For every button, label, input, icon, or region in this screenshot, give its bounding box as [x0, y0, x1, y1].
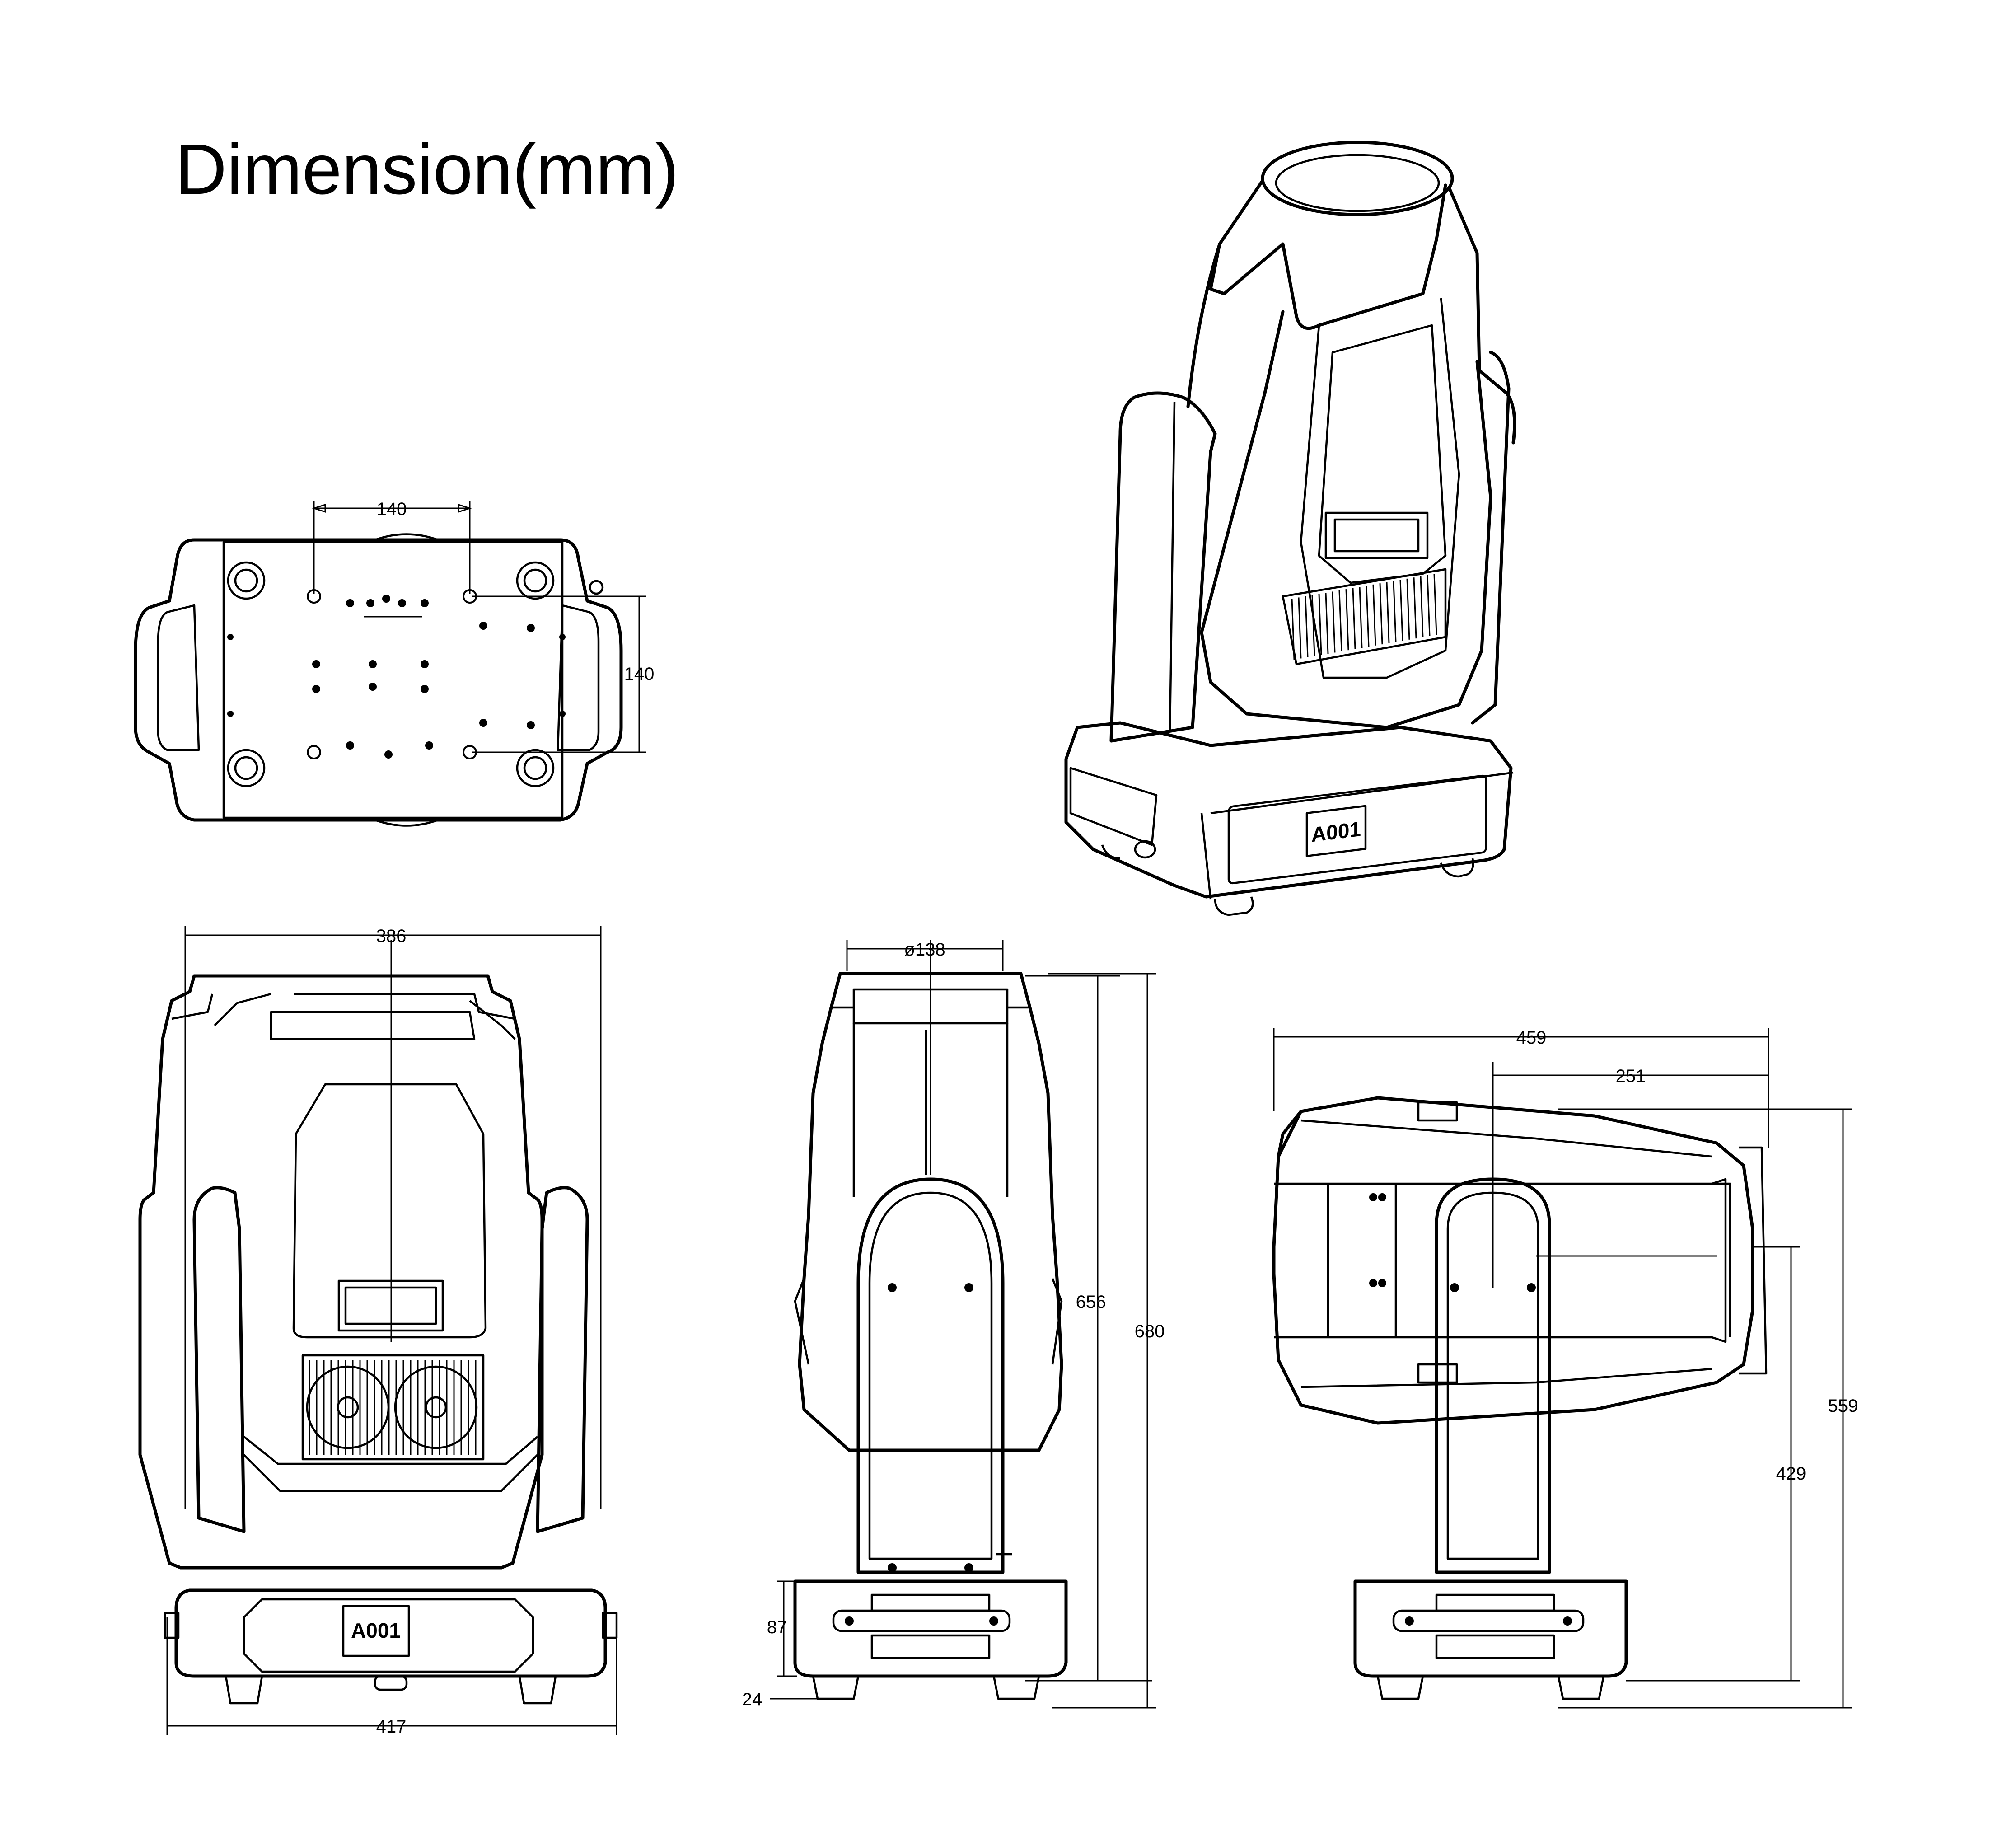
tilted-view: 459 251 559 429	[1272, 1028, 1858, 1709]
top-view: 140 140	[134, 499, 655, 827]
side-view: ø138 656 680 87 24	[742, 940, 1165, 1710]
front-label: A001	[351, 1619, 401, 1642]
dim-height-head: 656	[1076, 1292, 1106, 1312]
dim-lens-diameter: ø138	[904, 940, 945, 960]
dim-hole-spacing-y: 140	[624, 664, 655, 684]
dim-front-offset: 251	[1616, 1066, 1646, 1086]
dim-length: 459	[1516, 1028, 1547, 1048]
dim-feet: 24	[742, 1690, 762, 1710]
dim-hole-spacing-x: 140	[377, 499, 407, 519]
dim-head-width: 386	[376, 926, 407, 946]
iso-label: A001	[1311, 817, 1361, 846]
dim-base-height: 87	[767, 1617, 787, 1637]
isometric-view: A001	[1064, 141, 1516, 916]
dim-axis-height: 429	[1776, 1464, 1806, 1484]
front-view: A001 386 417	[138, 926, 618, 1737]
page-title: Dimension(mm)	[175, 130, 679, 209]
dim-base-width: 417	[376, 1717, 407, 1737]
dim-height: 559	[1828, 1396, 1858, 1416]
dim-height-total: 680	[1135, 1321, 1165, 1341]
